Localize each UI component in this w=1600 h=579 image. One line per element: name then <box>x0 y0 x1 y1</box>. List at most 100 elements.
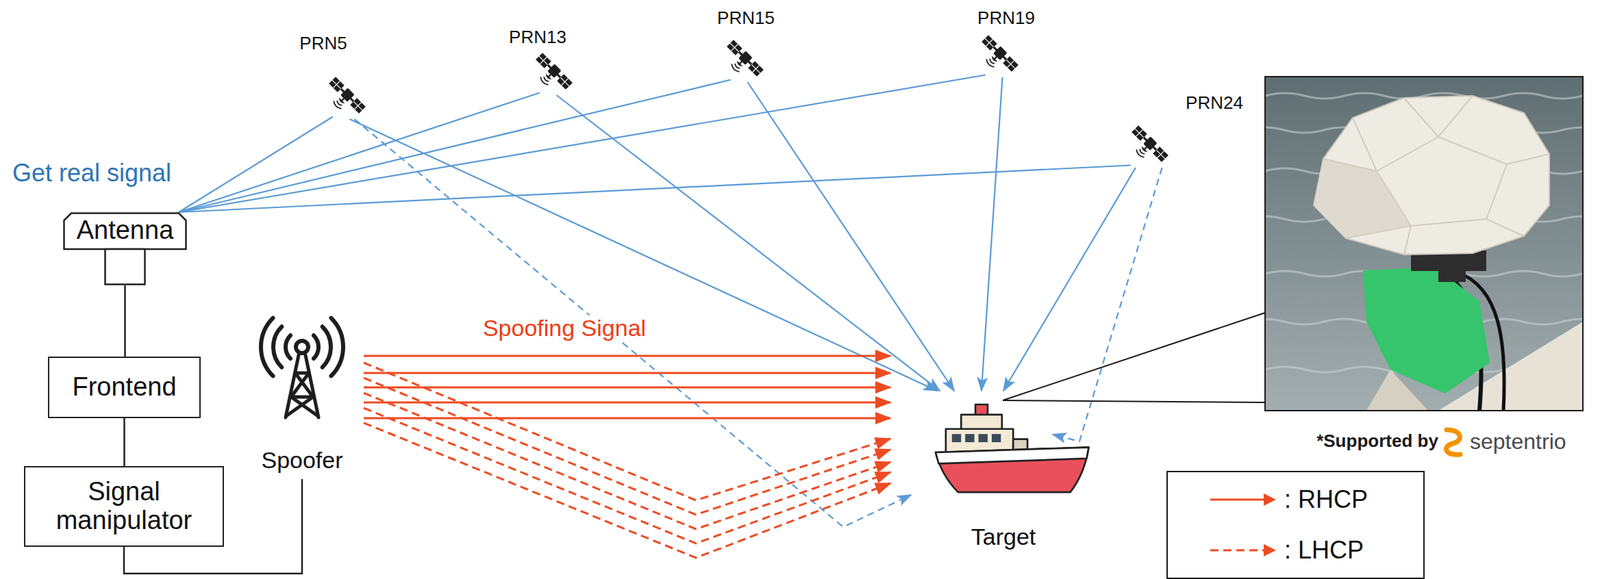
satellite-icon-part <box>721 39 765 83</box>
node-label: Frontend <box>71 373 177 403</box>
target-ship-icon-part-part <box>978 434 988 443</box>
satellite-icon-part-part <box>543 76 549 83</box>
gnss-signal-line <box>747 82 955 392</box>
satellite-icon-part-part <box>560 77 570 87</box>
annotation: Spoofing Signal <box>480 315 649 342</box>
satellite-icon-part <box>323 76 367 120</box>
satellite-icon-part-part <box>353 101 363 111</box>
leader-line <box>1002 400 1266 403</box>
legend-box: : RHCP : LHCP <box>1166 471 1425 579</box>
satellite-icon-part-part <box>726 39 743 56</box>
antenna-photo-part <box>1313 158 1411 239</box>
satellite-icon-part-part <box>739 61 742 64</box>
target-ship-icon <box>890 342 1096 555</box>
satellite: PRN15 <box>721 34 770 83</box>
satellite-icon-part-part <box>984 38 994 48</box>
legend-text: : RHCP <box>1284 486 1368 514</box>
target-ship-icon-part-part <box>991 434 1001 443</box>
node-label: PRN13 <box>508 27 567 48</box>
spoofing-signal-arrow <box>363 417 891 420</box>
antenna-label-area: Antenna <box>63 212 187 250</box>
node-label: PRN5 <box>299 33 347 54</box>
legend-text: : LHCP <box>1284 536 1364 565</box>
satellite-icon-part-part <box>332 100 342 110</box>
satellite-icon-part-part <box>994 56 997 59</box>
node-label: PRN15 <box>717 8 775 29</box>
spoofing-signal-arrow <box>363 402 891 405</box>
satellite-icon-part-part <box>539 76 548 86</box>
satellite-icon-part-part <box>993 45 1008 61</box>
spoofer-tower-icon-part <box>285 355 319 418</box>
satellite-icon-part-part <box>341 98 344 101</box>
target-ship-icon-part-part <box>965 434 974 443</box>
satellite-icon-part-part <box>547 63 562 79</box>
satellite-icon-part-part <box>328 76 345 93</box>
target-ship: Target <box>890 342 1096 555</box>
target-ship-icon-part-part <box>952 434 961 443</box>
antenna-outline-part <box>64 213 187 250</box>
satellite: PRN13 <box>530 47 579 96</box>
satellite-icon-part-part <box>738 50 753 66</box>
spoofer-tower-icon-part-part <box>322 326 331 368</box>
satellite-icon-part-part <box>1139 149 1145 155</box>
satellite-icon-part <box>530 52 574 96</box>
satellite-icon-part <box>976 34 1020 78</box>
satellite-icon-part-part <box>1156 150 1166 159</box>
spoofing-reflected-arrow <box>363 378 891 516</box>
reflected-signal-line <box>1052 167 1163 442</box>
spoofer-tower-icon-part-part <box>291 373 309 398</box>
legend-row: : RHCP <box>1208 486 1368 514</box>
satellite-icon-part-part <box>730 43 740 53</box>
satellite-icon-part-part <box>535 52 552 69</box>
target-ship-icon-part-part <box>960 415 1003 431</box>
legend-sample-line <box>1210 499 1267 502</box>
gnss-signal-line <box>178 93 540 214</box>
gnss-signal-line <box>178 80 731 214</box>
spoofing-signal-arrow <box>363 354 891 357</box>
wire <box>123 285 127 357</box>
antenna-photo-part <box>1363 267 1490 394</box>
antenna-box: Antenna <box>63 212 187 286</box>
satellite-icon-part-part <box>332 80 342 90</box>
legend-sample-head <box>1263 493 1277 507</box>
satellite-icon-part-part <box>1131 125 1148 142</box>
satellite-icon <box>323 71 372 120</box>
photo-frame <box>1265 76 1583 411</box>
gnss-signal-line <box>1003 167 1136 392</box>
logo-wordmark: septentrio <box>1469 429 1567 455</box>
gnss-signal-line <box>981 77 1003 392</box>
spoofer-tower-icon-part-part <box>291 397 318 416</box>
legend-sample-line <box>1210 550 1267 553</box>
target-ship-icon-part-part <box>935 447 1090 465</box>
satellite-icon-part-part <box>336 100 342 107</box>
satellite-icon-part-part <box>548 74 551 77</box>
satellite-icon-part-part <box>1152 146 1169 163</box>
node-label: Antenna <box>76 216 174 246</box>
spoofer-tower-icon-part-part <box>313 335 319 359</box>
antenna-photo-part <box>1438 268 1466 283</box>
node-label: Signal manipulator <box>32 478 216 536</box>
satellite-icon <box>721 34 770 83</box>
spoofer-tower-icon-part-part <box>285 335 291 359</box>
spoofer-tower-icon-part-part <box>286 397 314 416</box>
satellite-icon-part-part <box>984 58 994 68</box>
satellite: PRN24 <box>1126 119 1174 168</box>
satellite-icon-part-part <box>340 87 355 103</box>
satellite-icon-part-part <box>1134 149 1144 159</box>
reflected-signal-line <box>354 119 912 528</box>
annotation: Get real signal <box>12 158 172 187</box>
legend-row: : LHCP <box>1208 536 1364 565</box>
satellite-icon-part <box>1126 124 1170 168</box>
satellite-icon-part-part <box>556 73 573 90</box>
spoofing-reflected-arrow <box>363 363 891 501</box>
process-box: Frontend <box>47 356 201 419</box>
spoofer-tower-icon-part-part <box>273 326 282 368</box>
credit-note: *Supported by <box>1316 431 1439 453</box>
satellite-icon-part-part <box>989 58 995 65</box>
target-ship-icon-part-part <box>935 447 1090 494</box>
satellite-icon-part-part <box>1006 59 1016 69</box>
antenna-photo <box>1265 76 1583 411</box>
spoofing-reflected-arrow <box>363 423 891 559</box>
antenna-photo-part <box>1313 95 1550 255</box>
satellite-icon-part-part <box>539 56 548 66</box>
